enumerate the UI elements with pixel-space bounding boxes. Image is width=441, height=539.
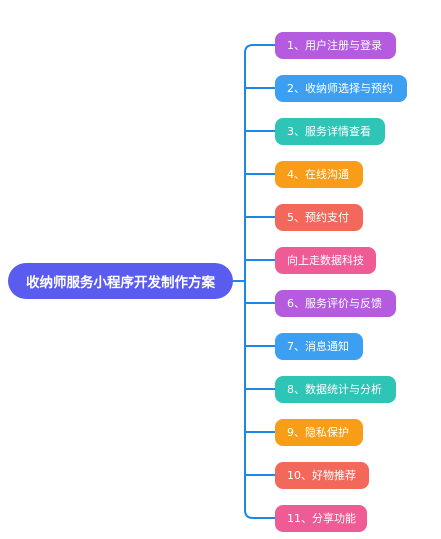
trunk-line bbox=[244, 44, 275, 519]
branch-node[interactable]: 9、隐私保护 bbox=[275, 418, 363, 446]
branch-node[interactable]: 3、服务详情查看 bbox=[275, 117, 385, 145]
branch-node[interactable]: 6、服务评价与反馈 bbox=[275, 289, 396, 317]
branch-node[interactable]: 向上走数据科技 bbox=[275, 246, 376, 274]
branch-node[interactable]: 8、数据统计与分析 bbox=[275, 375, 396, 403]
branch-node[interactable]: 2、收纳师选择与预约 bbox=[275, 74, 407, 102]
branch-node[interactable]: 4、在线沟通 bbox=[275, 160, 363, 188]
branch-node[interactable]: 5、预约支付 bbox=[275, 203, 363, 231]
branch-node[interactable]: 11、分享功能 bbox=[275, 504, 367, 532]
branch-node[interactable]: 1、用户注册与登录 bbox=[275, 31, 396, 59]
branch-node[interactable]: 7、消息通知 bbox=[275, 332, 363, 360]
root-node[interactable]: 收纳师服务小程序开发制作方案 bbox=[8, 263, 233, 299]
branch-node[interactable]: 10、好物推荐 bbox=[275, 461, 369, 489]
